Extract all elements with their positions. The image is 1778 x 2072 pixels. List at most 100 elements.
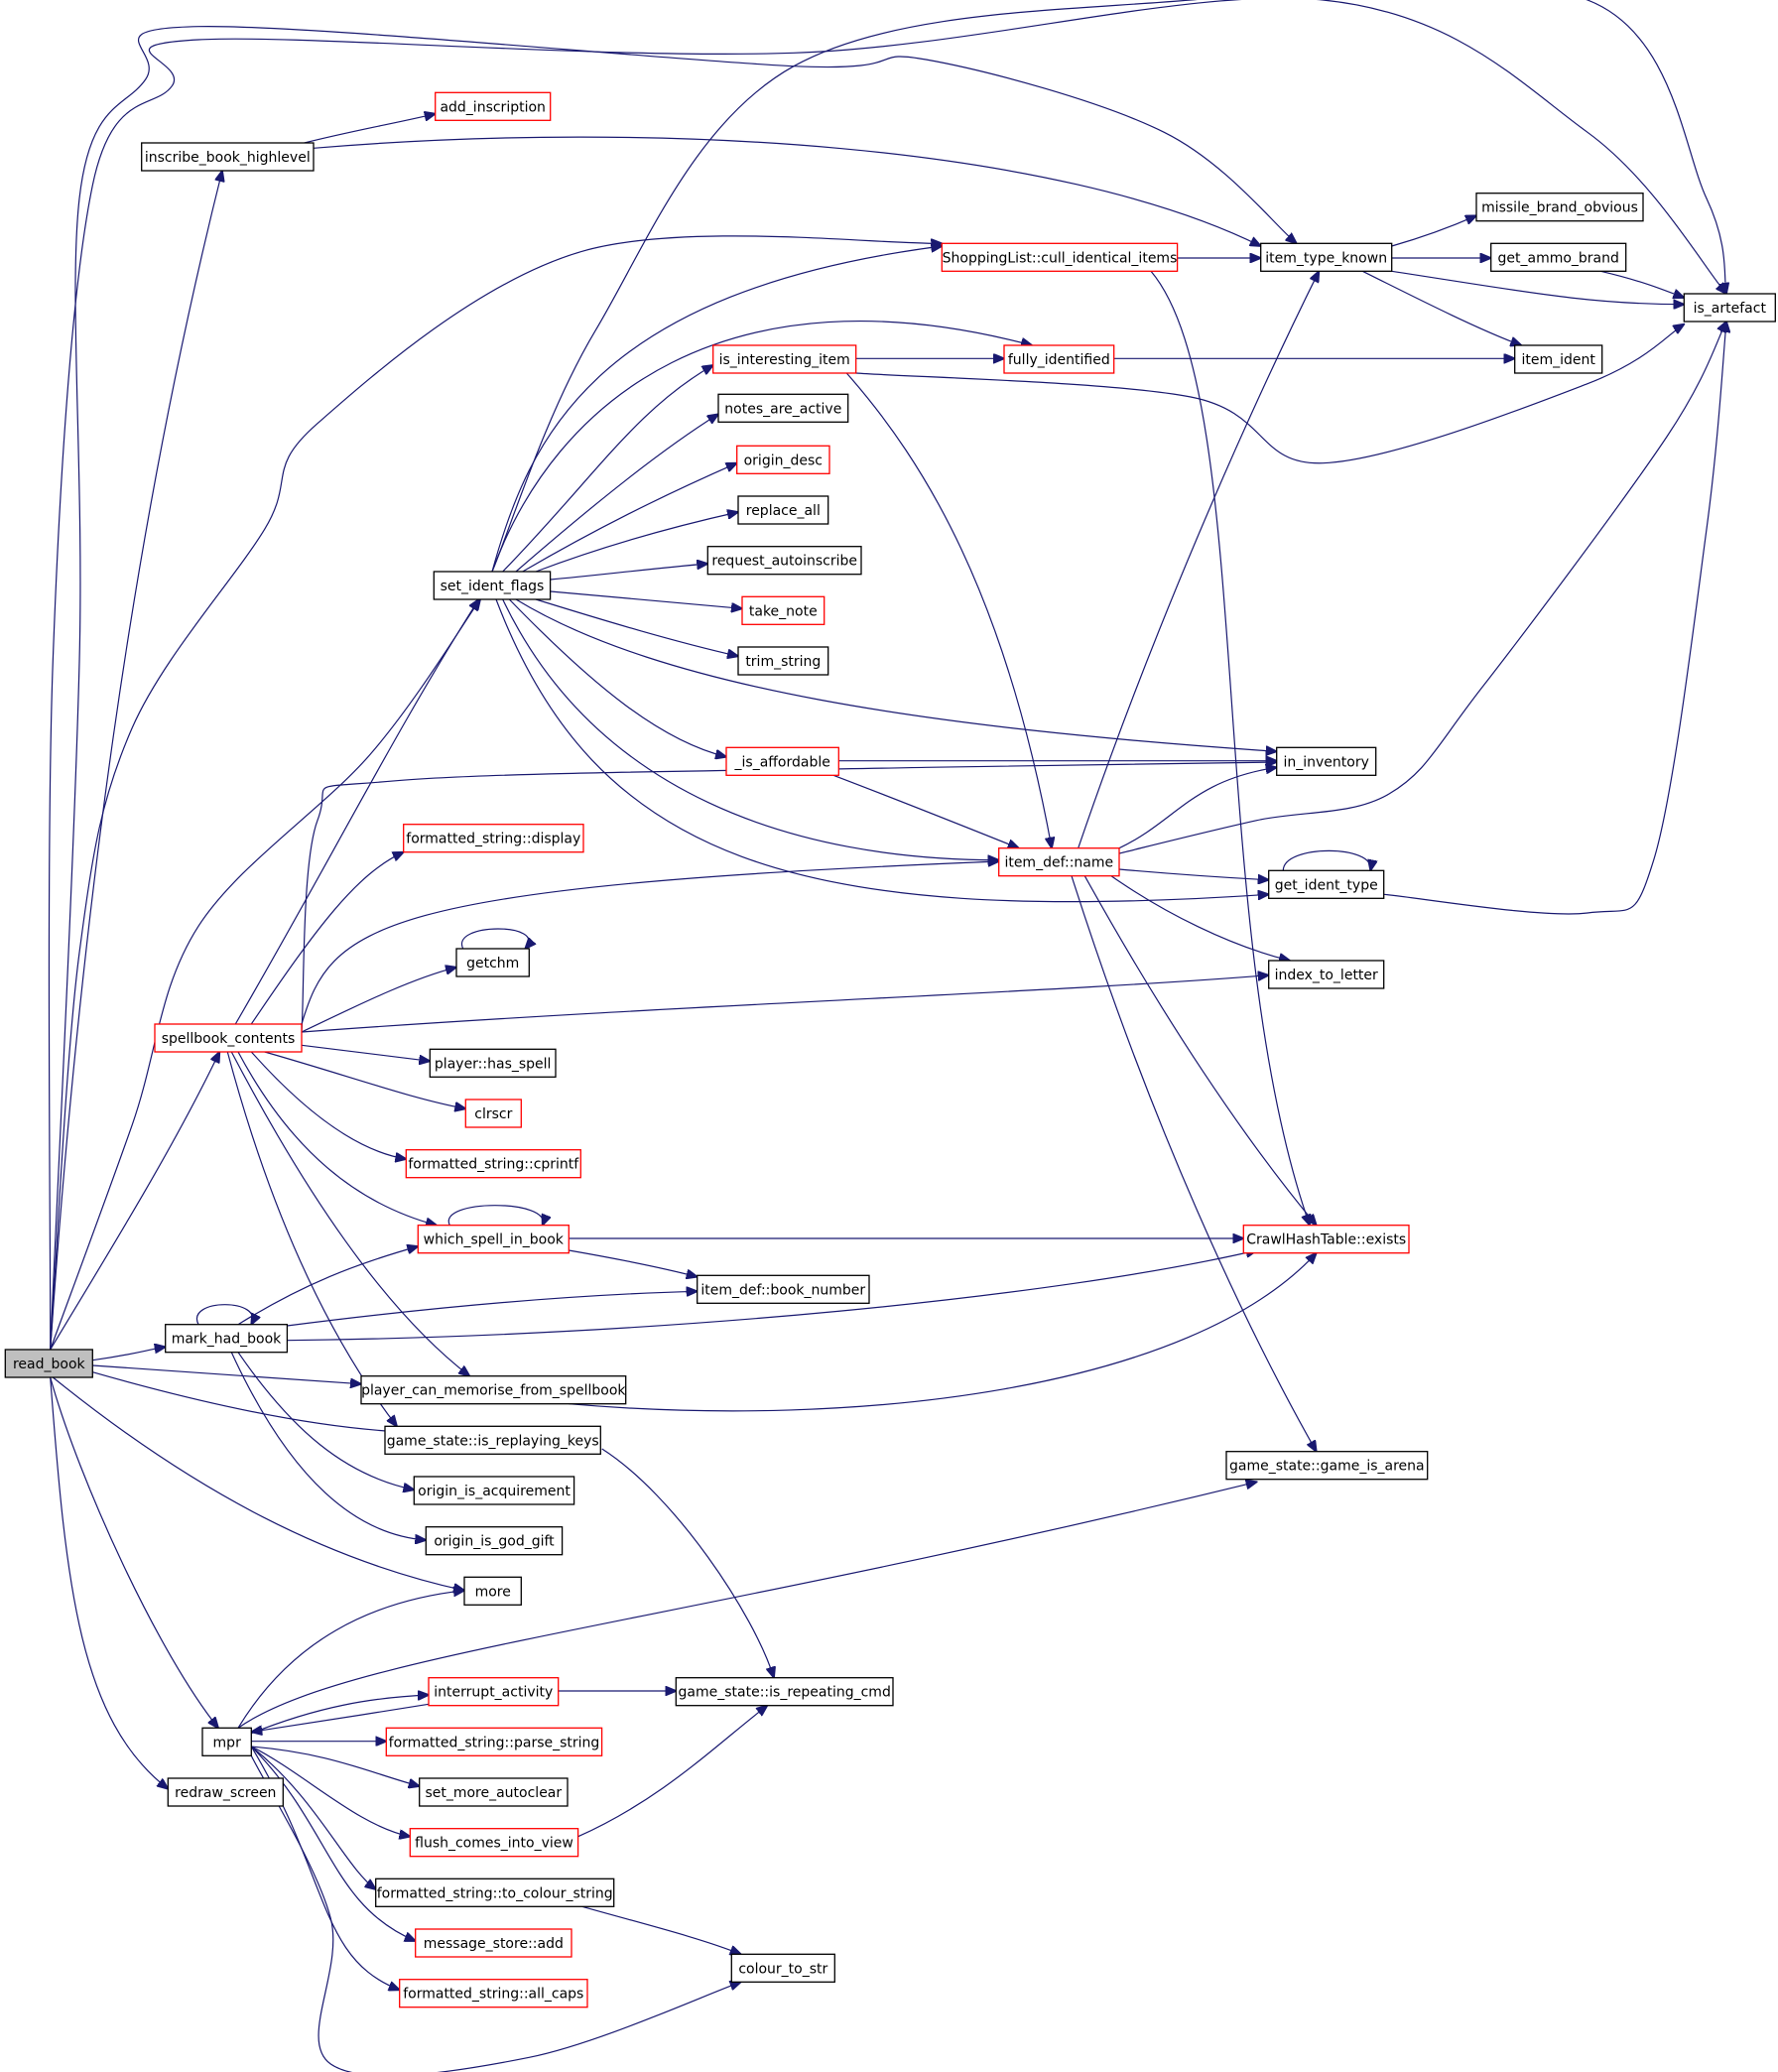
- node-label: in_inventory: [1283, 754, 1368, 770]
- node-box: [455, 948, 530, 977]
- node-item-def-book-number[interactable]: item_def::book_number: [697, 1274, 870, 1304]
- node-origin-desc[interactable]: origin_desc: [736, 445, 830, 474]
- nodes-layer: read_book inscribe_book_highlevel add_insc…: [4, 91, 1776, 2008]
- node-box: [717, 393, 849, 423]
- node-box: [737, 495, 829, 525]
- node-label: more: [475, 1584, 511, 1600]
- node-box: [375, 1878, 615, 1907]
- node-box: [428, 1677, 560, 1707]
- node-label: get_ammo_brand: [1498, 250, 1619, 266]
- node-take-note[interactable]: take_note: [741, 595, 826, 625]
- edge-mpr-to-game-is-arena: [237, 1482, 1257, 1729]
- node-box: [413, 1476, 575, 1505]
- node-item-ident[interactable]: item_ident: [1514, 344, 1603, 374]
- edge-set-ident-flags-to-cull-identical-items: [491, 246, 942, 573]
- node-set-ident-flags[interactable]: set_ident_flags: [433, 571, 552, 600]
- node-player-has-spell[interactable]: player::has_spell: [429, 1048, 557, 1078]
- node-mark-had-book[interactable]: mark_had_book: [165, 1324, 289, 1354]
- node-parse-string[interactable]: formatted_string::parse_string: [385, 1727, 603, 1756]
- node-label: player_can_memorise_from_spellbook: [361, 1383, 626, 1399]
- node-spellbook-contents[interactable]: spellbook_contents: [154, 1023, 303, 1053]
- node-player-can-memorise[interactable]: player_can_memorise_from_spellbook: [360, 1375, 626, 1405]
- node-get-ammo-brand[interactable]: get_ammo_brand: [1490, 242, 1627, 272]
- node-replace-all[interactable]: replace_all: [737, 495, 829, 525]
- node-box: [405, 1149, 581, 1179]
- edge-item-def-name-to-index-to-letter: [1110, 875, 1290, 961]
- node-item-type-known[interactable]: item_type_known: [1260, 242, 1393, 272]
- node-is-artefact[interactable]: is_artefact: [1683, 293, 1776, 323]
- node-label: origin_is_acquirement: [418, 1484, 571, 1499]
- node-formatted-string-display[interactable]: formatted_string::display: [403, 824, 584, 853]
- node-all-caps[interactable]: formatted_string::all_caps: [399, 1979, 588, 2008]
- node-box: [697, 1274, 870, 1304]
- node-to-colour-string[interactable]: formatted_string::to_colour_string: [375, 1878, 615, 1907]
- edge-item-def-name-to-item-type-known: [1078, 271, 1320, 848]
- node-box: [737, 646, 829, 676]
- node-box: [201, 1727, 252, 1756]
- node-formatted-string-cprintf[interactable]: formatted_string::cprintf: [405, 1149, 581, 1179]
- edge-mpr-to-to-colour-string: [250, 1746, 375, 1889]
- node-game-is-arena[interactable]: game_state::game_is_arena: [1225, 1451, 1429, 1481]
- node-request-autoinscribe[interactable]: request_autoinscribe: [706, 546, 862, 576]
- node-getchm[interactable]: getchm: [455, 948, 530, 977]
- node-label: formatted_string::display: [406, 832, 580, 847]
- node-box: [736, 445, 830, 474]
- node-read-book[interactable]: read_book: [4, 1349, 93, 1378]
- node-is-interesting-item[interactable]: is_interesting_item: [712, 344, 857, 374]
- node-cull-identical-items[interactable]: ShoppingList::cull_identical_items: [941, 242, 1179, 272]
- node-mpr[interactable]: mpr: [201, 1727, 252, 1756]
- node-inscribe-book-highlevel[interactable]: inscribe_book_highlevel: [141, 142, 315, 172]
- edge-mpr-to-flush-comes-into-view: [251, 1746, 410, 1837]
- edge-set-ident-flags-to-in-inventory: [515, 598, 1277, 751]
- edge-set-ident-flags-to-fully-identified: [491, 321, 1032, 573]
- node-box: [4, 1349, 93, 1378]
- node-box: [1242, 1225, 1410, 1254]
- node-is-affordable[interactable]: _is_affordable: [725, 746, 839, 776]
- node-box: [409, 1828, 579, 1858]
- node-is-replaying-keys[interactable]: game_state::is_replaying_keys: [384, 1425, 601, 1455]
- edge-read-book-to-is-artefact: [48, 0, 1726, 1351]
- edge-cull-identical-items-to-crawlhashtable-exists: [1150, 270, 1310, 1225]
- node-label: take_note: [749, 603, 818, 619]
- edge-spellbook-contents-to-is-replaying-keys: [226, 1051, 397, 1426]
- node-label: formatted_string::all_caps: [403, 1987, 583, 2003]
- edge-spellbook-contents-to-which-spell-in-book: [237, 1051, 437, 1226]
- node-label: which_spell_in_book: [424, 1232, 565, 1248]
- node-crawlhashtable-exists[interactable]: CrawlHashTable::exists: [1242, 1225, 1410, 1254]
- node-is-repeating-cmd[interactable]: game_state::is_repeating_cmd: [675, 1677, 894, 1707]
- node-box: [403, 824, 584, 853]
- edge-mpr-to-message-store-add: [250, 1746, 415, 1941]
- node-label: item_def::book_number: [700, 1282, 865, 1298]
- node-which-spell-in-book[interactable]: which_spell_in_book: [417, 1225, 570, 1254]
- node-redraw-screen[interactable]: redraw_screen: [167, 1777, 284, 1807]
- node-clrscr[interactable]: clrscr: [464, 1099, 522, 1128]
- node-box: [429, 1048, 557, 1078]
- node-colour-to-str[interactable]: colour_to_str: [730, 1953, 835, 1983]
- node-origin-is-acquirement[interactable]: origin_is_acquirement: [413, 1476, 575, 1505]
- node-label: item_ident: [1522, 352, 1596, 368]
- node-in-inventory[interactable]: in_inventory: [1276, 746, 1377, 776]
- node-index-to-letter[interactable]: index_to_letter: [1268, 960, 1385, 989]
- node-trim-string[interactable]: trim_string: [737, 646, 829, 676]
- node-label: message_store::add: [424, 1936, 564, 1952]
- node-message-store-add[interactable]: message_store::add: [415, 1928, 572, 1958]
- node-box: [1490, 242, 1627, 272]
- node-label: CrawlHashTable::exists: [1246, 1232, 1406, 1248]
- node-label: colour_to_str: [738, 1961, 827, 1977]
- node-origin-is-god-gift[interactable]: origin_is_god_gift: [425, 1526, 564, 1556]
- node-fully-identified[interactable]: fully_identified: [1003, 344, 1115, 374]
- node-more[interactable]: more: [463, 1576, 522, 1606]
- edge-player-can-memorise-to-crawlhashtable-exists: [569, 1253, 1316, 1412]
- node-label: is_artefact: [1694, 301, 1767, 317]
- node-item-def-name[interactable]: item_def::name: [998, 847, 1120, 877]
- node-label: mpr: [213, 1735, 242, 1750]
- node-set-more-autoclear[interactable]: set_more_autoclear: [419, 1777, 569, 1807]
- node-notes-are-active[interactable]: notes_are_active: [717, 393, 849, 423]
- node-label: flush_comes_into_view: [415, 1836, 573, 1852]
- node-flush-comes-into-view[interactable]: flush_comes_into_view: [409, 1828, 579, 1858]
- node-interrupt-activity[interactable]: interrupt_activity: [428, 1677, 560, 1707]
- edge-set-ident-flags-to-is-interesting-item: [502, 365, 713, 573]
- node-add-inscription[interactable]: add_inscription: [435, 91, 552, 121]
- node-get-ident-type[interactable]: get_ident_type: [1268, 869, 1385, 899]
- node-missile-brand-obvious[interactable]: missile_brand_obvious: [1475, 193, 1644, 222]
